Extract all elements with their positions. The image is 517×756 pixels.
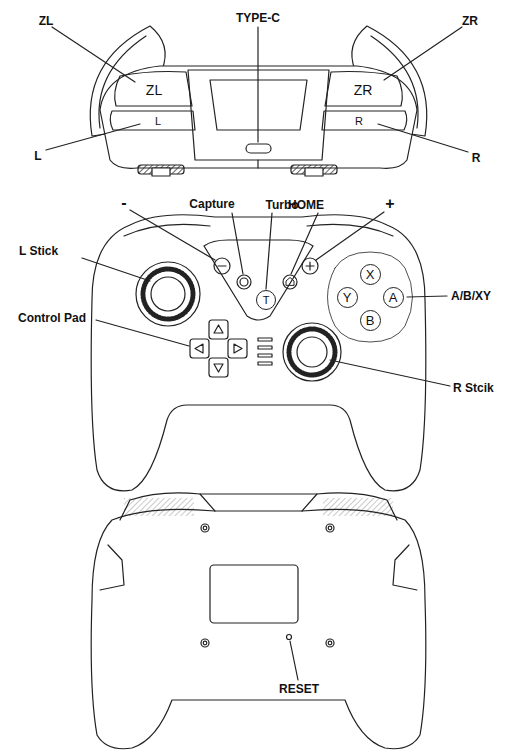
callout-label: -: [121, 195, 126, 211]
face-button: Y: [337, 287, 358, 308]
callout-label: A/B/XY: [451, 290, 491, 302]
callout-label: TYPE-C: [236, 12, 280, 24]
front-view: [82, 210, 450, 491]
top-view: [46, 26, 468, 176]
button-letter: B: [366, 314, 375, 327]
button-letter: L: [155, 116, 161, 127]
shoulder-button: L: [152, 114, 164, 129]
button-letter: A: [389, 291, 398, 304]
face-button: B: [360, 310, 381, 331]
shoulder-button: R: [352, 114, 366, 129]
turbo-button: T: [256, 290, 276, 310]
button-letter: ZR: [354, 83, 373, 97]
callout-label: HOME: [288, 199, 324, 211]
button-letter: X: [366, 268, 375, 281]
callout-label: Control Pad: [18, 312, 86, 324]
callout-label: RESET: [279, 683, 319, 695]
back-view: [91, 493, 426, 749]
button-letter: Y: [343, 291, 352, 304]
shoulder-button: ZR: [351, 81, 376, 99]
callout-label: +: [385, 196, 394, 212]
callout-label: R: [472, 152, 481, 164]
shoulder-button: ZL: [143, 81, 165, 99]
button-letter: R: [355, 116, 363, 127]
button-letter: ZL: [146, 83, 162, 97]
face-button: A: [383, 287, 404, 308]
button-letter: T: [263, 295, 270, 306]
callout-label: L: [34, 150, 41, 162]
callout-label: ZR: [462, 15, 478, 27]
callout-label: Capture: [189, 198, 234, 210]
callout-label: R Stcik: [453, 382, 494, 394]
face-button: X: [360, 264, 381, 285]
callout-label: L Stick: [19, 245, 58, 257]
callout-label: ZL: [39, 15, 54, 27]
